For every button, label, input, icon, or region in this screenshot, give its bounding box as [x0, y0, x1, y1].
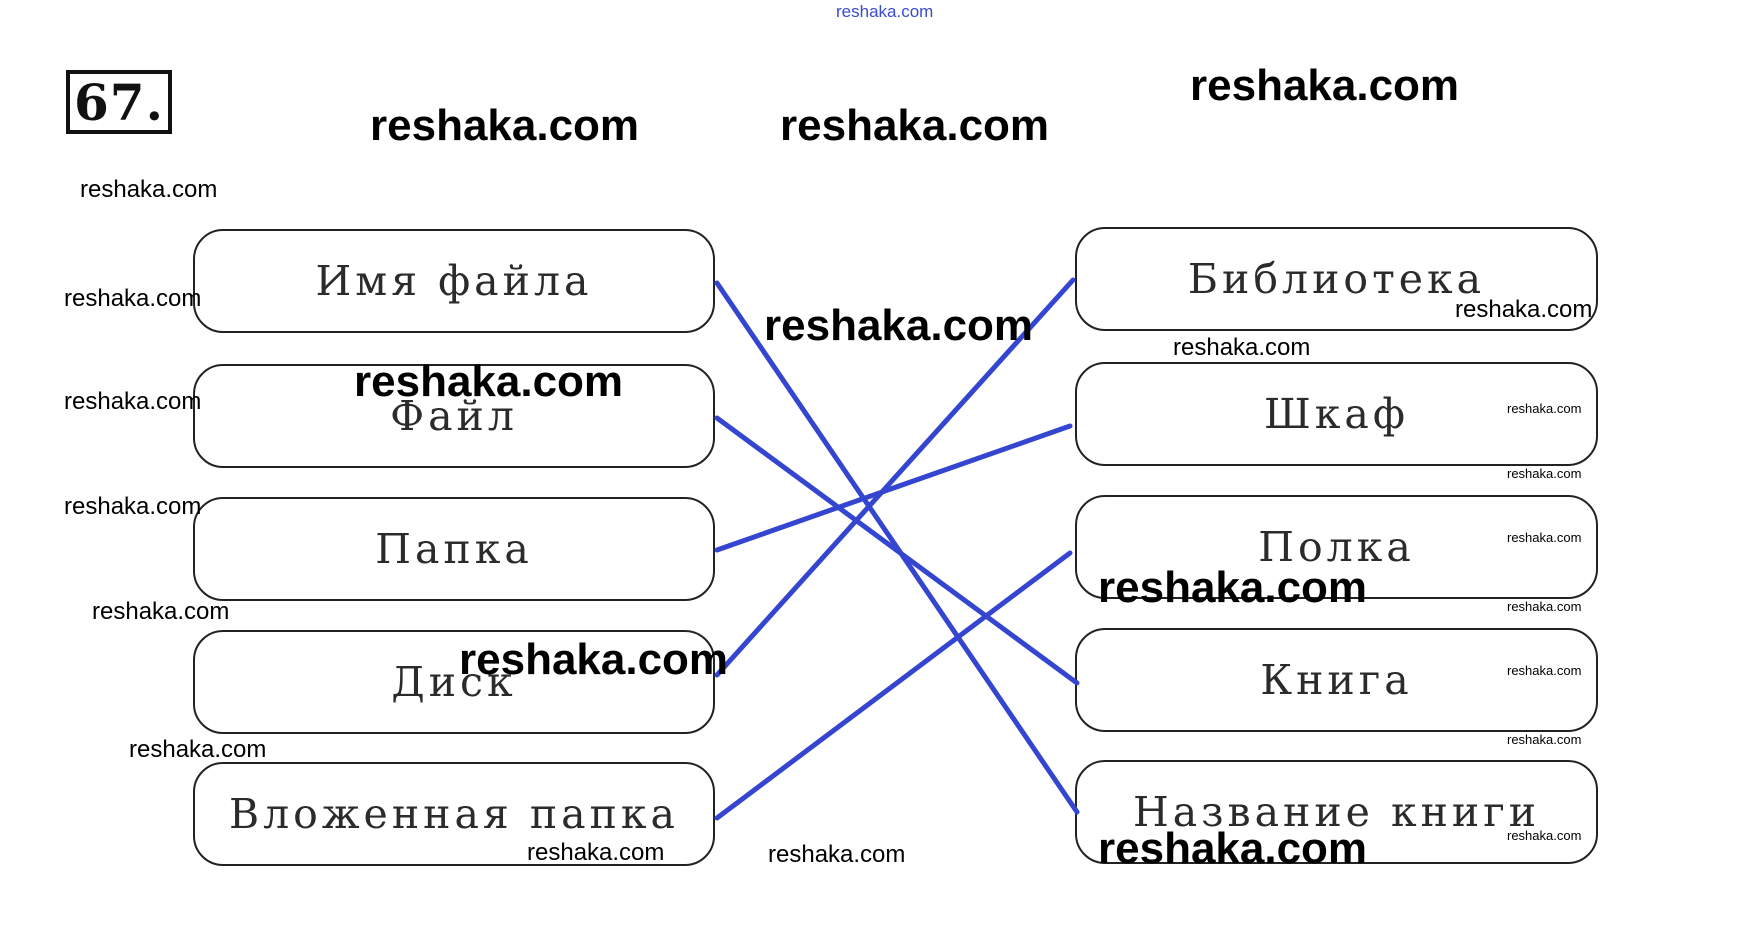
exercise-number: 67.	[66, 70, 172, 134]
left-item-subfolder: Вложенная папка	[193, 762, 715, 866]
right-item-cabinet: Шкаф	[1075, 362, 1598, 466]
watermark: reshaka.com	[1455, 296, 1593, 323]
watermark: reshaka.com	[836, 2, 934, 21]
watermark: reshaka.com	[64, 285, 202, 312]
watermark: reshaka.com	[1507, 828, 1582, 843]
watermark: reshaka.com	[129, 736, 267, 763]
watermark: reshaka.com	[64, 388, 202, 415]
watermark: reshaka.com	[780, 101, 1050, 150]
left-item-folder: Папка	[193, 497, 715, 601]
right-item-library: Библиотека	[1075, 227, 1598, 331]
left-item-file-name: Имя файла	[193, 229, 715, 333]
watermark: reshaka.com	[1098, 824, 1368, 873]
right-item-book-title: Название книги	[1075, 760, 1598, 864]
left-item-file: Файл	[193, 364, 715, 468]
watermark: reshaka.com	[64, 493, 202, 520]
match-line-folder-to-cabinet	[714, 423, 1073, 553]
watermark: reshaka.com	[459, 635, 729, 684]
match-line-file-name-to-book-title	[714, 280, 1080, 815]
watermark: reshaka.com	[1173, 334, 1311, 361]
watermark: reshaka.com	[527, 839, 665, 866]
watermark: reshaka.com	[764, 301, 1034, 350]
watermark: reshaka.com	[354, 357, 624, 406]
watermark: reshaka.com	[1507, 466, 1582, 481]
watermark: reshaka.com	[1190, 61, 1460, 110]
watermark: reshaka.com	[1507, 732, 1582, 747]
watermark: reshaka.com	[370, 101, 640, 150]
watermark: reshaka.com	[768, 841, 906, 868]
watermark: reshaka.com	[1507, 663, 1582, 678]
watermark: reshaka.com	[1098, 563, 1368, 612]
watermark: reshaka.com	[92, 598, 230, 625]
match-line-subfolder-to-shelf	[714, 550, 1073, 821]
match-line-file-to-book	[714, 415, 1080, 686]
watermark: reshaka.com	[80, 176, 218, 203]
watermark: reshaka.com	[1507, 530, 1582, 545]
right-item-book: Книга	[1075, 628, 1598, 732]
left-item-disk: Диск	[193, 630, 715, 734]
watermark: reshaka.com	[1507, 401, 1582, 416]
watermark: reshaka.com	[1507, 599, 1582, 614]
